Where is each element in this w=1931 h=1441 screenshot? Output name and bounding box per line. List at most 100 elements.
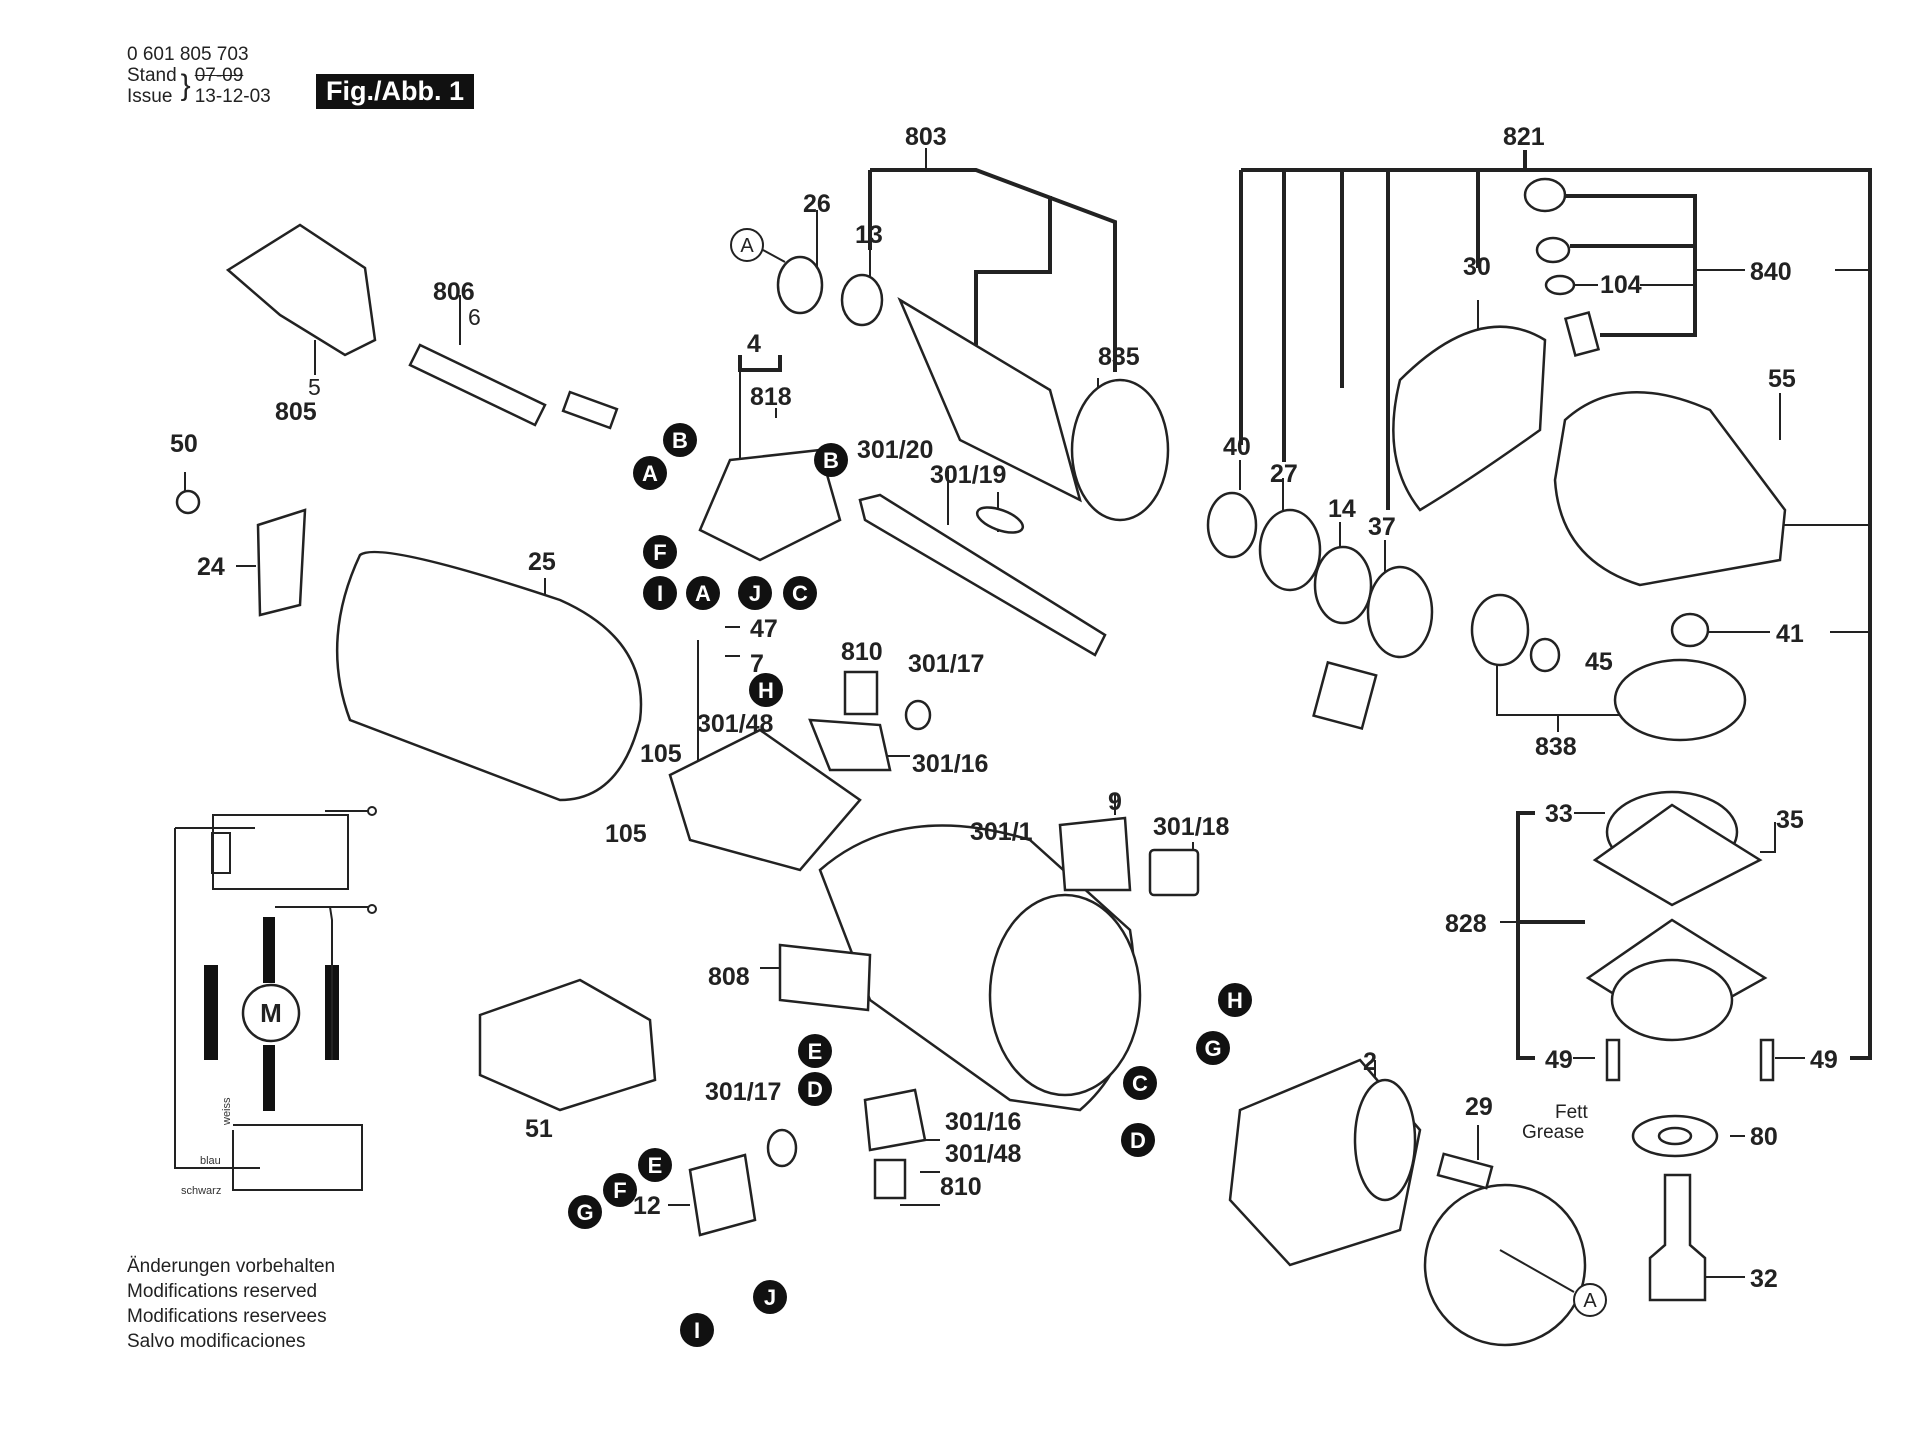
label-51: 51 bbox=[525, 1115, 553, 1143]
label-301-48-top: 301/48 bbox=[697, 710, 774, 738]
svg-text:J: J bbox=[749, 581, 761, 606]
label-818: 818 bbox=[750, 383, 792, 411]
label-104: 104 bbox=[1600, 271, 1642, 299]
svg-text:D: D bbox=[807, 1077, 823, 1102]
label-301-19: 301/19 bbox=[930, 461, 1006, 489]
bevel-gear-shape bbox=[1613, 658, 1747, 742]
label-plate-9-shape bbox=[1058, 816, 1132, 892]
svg-text:J: J bbox=[764, 1285, 776, 1310]
connector-badge-a-holder: A bbox=[686, 576, 720, 610]
svg-text:G: G bbox=[576, 1200, 593, 1225]
terminal-1 bbox=[367, 806, 377, 816]
switch-knob-shape bbox=[1148, 848, 1200, 897]
motor-symbol bbox=[241, 983, 301, 1043]
reference-badges: A A bbox=[730, 228, 1607, 1317]
nut-45-shape bbox=[1529, 637, 1561, 673]
armature-shape bbox=[897, 296, 1082, 503]
flange-gear-shape bbox=[1610, 958, 1734, 1042]
label-47: 47 bbox=[750, 615, 778, 643]
label-30: 30 bbox=[1463, 253, 1491, 281]
brace-icon: } bbox=[180, 69, 191, 102]
label-13: 13 bbox=[855, 221, 883, 249]
connector-badge-f-51: F bbox=[603, 1173, 637, 1207]
housing-opening-shape bbox=[988, 893, 1142, 1097]
label-301-16-bottom: 301/16 bbox=[945, 1108, 1021, 1136]
label-301-16-top: 301/16 bbox=[912, 750, 988, 778]
note-fr: Modifications reservees bbox=[127, 1306, 327, 1327]
label-105-b: 105 bbox=[605, 820, 647, 848]
pinion-shape bbox=[1470, 593, 1530, 667]
svg-text:A: A bbox=[1583, 1290, 1597, 1312]
connector-badge-h-coil: H bbox=[1218, 983, 1252, 1017]
svg-text:G: G bbox=[1204, 1036, 1221, 1061]
label-301-20: 301/20 bbox=[857, 436, 933, 464]
switch-box bbox=[212, 814, 349, 890]
brush-810b-shape bbox=[873, 1158, 907, 1200]
spring-shape bbox=[975, 506, 1025, 534]
terminal-2 bbox=[367, 904, 377, 914]
label-840: 840 bbox=[1750, 258, 1792, 286]
label-24: 24 bbox=[197, 553, 225, 581]
connector-badge-i-holder: I bbox=[643, 576, 677, 610]
bearing-37-shape bbox=[1366, 565, 1434, 659]
bearing-26-shape bbox=[776, 255, 824, 315]
reference-badge-a-shield: A bbox=[1573, 1283, 1607, 1317]
label-2: 2 bbox=[1363, 1048, 1377, 1076]
brush-block-top bbox=[263, 917, 275, 983]
label-12: 12 bbox=[633, 1192, 661, 1220]
note-de: Änderungen vorbehalten bbox=[127, 1256, 336, 1277]
label-835: 835 bbox=[1098, 343, 1140, 371]
svg-text:I: I bbox=[657, 581, 663, 606]
note-es: Salvo modificaciones bbox=[127, 1331, 306, 1352]
label-7: 7 bbox=[750, 650, 764, 678]
svg-text:B: B bbox=[672, 428, 688, 453]
connector-badges: B A B F I A J C H E D G F E J I H G C D bbox=[568, 423, 1252, 1347]
label-41: 41 bbox=[1776, 620, 1804, 648]
label-80: 80 bbox=[1750, 1123, 1778, 1151]
label-55: 55 bbox=[1768, 365, 1796, 393]
label-301-1: 301/1 bbox=[970, 818, 1033, 846]
bearing-13-shape bbox=[840, 273, 884, 327]
spring-840-shape bbox=[1535, 236, 1571, 264]
connector-badge-j-12: J bbox=[753, 1280, 787, 1314]
field-coil-left bbox=[204, 965, 218, 1060]
needle-bearing-shape bbox=[1670, 612, 1710, 648]
coil-end-shape bbox=[1353, 1078, 1417, 1202]
label-4: 4 bbox=[747, 330, 761, 358]
figure-label: Fig./Abb. 1 bbox=[316, 74, 474, 109]
label-838: 838 bbox=[1535, 733, 1577, 761]
label-301-17-bottom: 301/17 bbox=[705, 1078, 781, 1106]
svg-text:C: C bbox=[792, 581, 808, 606]
cap-shape bbox=[1523, 177, 1567, 213]
gasket-shape bbox=[1592, 803, 1763, 907]
label-9: 9 bbox=[1108, 788, 1122, 816]
issue-value: 13-12-03 bbox=[194, 86, 271, 107]
document-header: 0 601 805 703 Stand Issue } 07-09 13-12-… bbox=[127, 44, 271, 107]
label-808: 808 bbox=[708, 963, 750, 991]
label-29: 29 bbox=[1465, 1093, 1493, 1121]
svg-text:F: F bbox=[613, 1178, 626, 1203]
wire-label-blue: blau bbox=[200, 1155, 221, 1167]
label-810-bottom: 810 bbox=[940, 1173, 982, 1201]
o-ring-104-shape bbox=[1544, 274, 1576, 296]
svg-text:H: H bbox=[758, 678, 774, 703]
stand-value: 07-09 bbox=[194, 65, 244, 86]
svg-text:I: I bbox=[694, 1318, 700, 1343]
shield-tab-shape bbox=[1436, 1152, 1494, 1190]
note-en: Modifications reserved bbox=[127, 1281, 318, 1302]
reference-badge-a-bearing: A bbox=[730, 228, 764, 262]
lock-pin-shape bbox=[1563, 311, 1601, 357]
brush-block-bottom bbox=[263, 1045, 275, 1111]
connector-badge-d-coil: D bbox=[1121, 1123, 1155, 1157]
motor-label: M bbox=[260, 998, 282, 1028]
cord-sleeve-shape bbox=[408, 343, 547, 427]
connector-badge-d-lower: D bbox=[798, 1072, 832, 1106]
label-301-18: 301/18 bbox=[1153, 813, 1230, 841]
brush-box-b-shape bbox=[863, 1088, 927, 1152]
label-33: 33 bbox=[1545, 800, 1573, 828]
connector-badge-e-lower: E bbox=[798, 1034, 832, 1068]
label-105-a: 105 bbox=[640, 740, 682, 768]
end-shield-shape bbox=[1423, 1183, 1587, 1347]
wire-label-black: schwarz bbox=[181, 1185, 221, 1197]
